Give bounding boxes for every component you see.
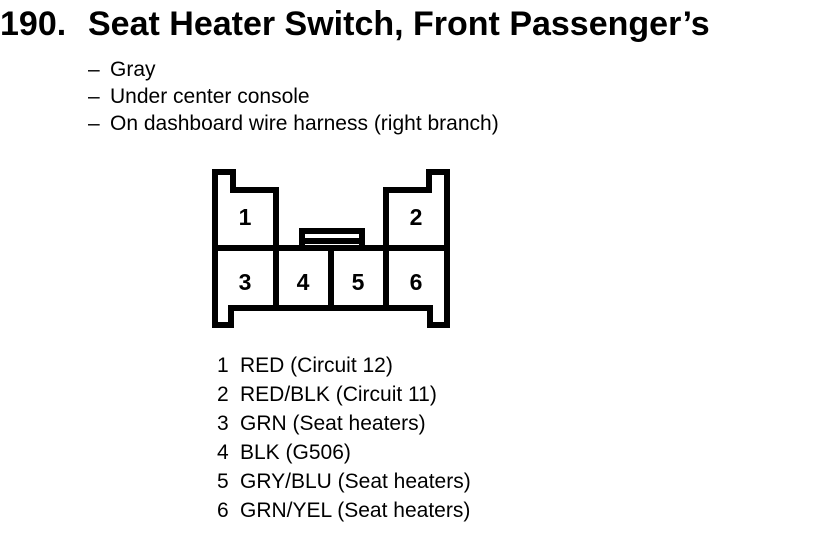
legend-pin-number: 6 <box>217 499 229 522</box>
dash-bullet: – <box>88 58 100 81</box>
detail-item: – Under center console <box>88 83 499 110</box>
dash-bullet: – <box>88 112 100 135</box>
legend-row: 4 BLK (G506) <box>217 438 471 467</box>
legend-wire-label: GRN/YEL (Seat heaters) <box>240 499 471 522</box>
legend-row: 2 RED/BLK (Circuit 11) <box>217 380 471 409</box>
legend-wire-label: BLK (G506) <box>240 441 351 464</box>
dash-bullet: – <box>88 85 100 108</box>
legend-pin-number: 1 <box>217 354 229 377</box>
pin-label-2: 2 <box>410 204 423 230</box>
detail-item-text: Gray <box>110 58 156 81</box>
legend-pin-number: 4 <box>217 441 229 464</box>
legend-wire-label: RED (Circuit 12) <box>240 354 393 377</box>
pin-label-6: 6 <box>410 269 423 295</box>
legend-row: 6 GRN/YEL (Seat heaters) <box>217 496 471 525</box>
detail-list: – Gray – Under center console – On dashb… <box>88 56 499 137</box>
legend-row: 3 GRN (Seat heaters) <box>217 409 471 438</box>
pin-label-1: 1 <box>239 204 252 230</box>
legend-wire-label: GRN (Seat heaters) <box>240 412 426 435</box>
pin-legend: 1 RED (Circuit 12) 2 RED/BLK (Circuit 11… <box>217 351 471 525</box>
legend-wire-label: RED/BLK (Circuit 11) <box>240 383 437 406</box>
pin-label-5: 5 <box>352 269 365 295</box>
legend-pin-number: 3 <box>217 412 229 435</box>
detail-item: – On dashboard wire harness (right branc… <box>88 110 499 137</box>
pin-label-3: 3 <box>239 269 252 295</box>
detail-item-text: On dashboard wire harness (right branch) <box>110 112 499 135</box>
pin-label-4: 4 <box>297 269 310 295</box>
section-number: 190. <box>0 5 67 43</box>
connector-outline <box>212 169 450 328</box>
connector-diagram: 1 2 3 4 5 6 <box>205 160 455 335</box>
legend-pin-number: 5 <box>217 470 229 493</box>
detail-item: – Gray <box>88 56 499 83</box>
connector-pin-separators <box>273 248 389 308</box>
detail-item-text: Under center console <box>110 85 310 108</box>
connector-drawing: 1 2 3 4 5 6 <box>212 169 450 328</box>
legend-wire-label: GRY/BLU (Seat heaters) <box>240 470 471 493</box>
page-title: Seat Heater Switch, Front Passenger’s <box>88 5 710 43</box>
legend-pin-number: 2 <box>217 383 229 406</box>
legend-row: 5 GRY/BLU (Seat heaters) <box>217 467 471 496</box>
legend-row: 1 RED (Circuit 12) <box>217 351 471 380</box>
